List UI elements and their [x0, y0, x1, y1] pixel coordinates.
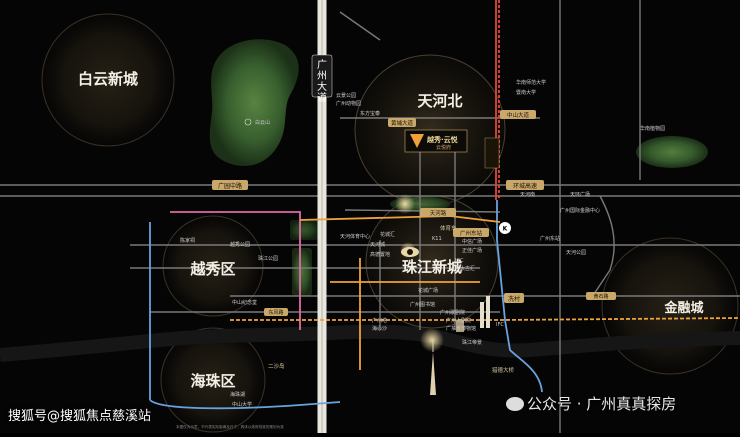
project-marker-text: K	[503, 226, 508, 233]
wechat-icon	[506, 397, 524, 411]
poi-33: 陈家祠	[180, 237, 195, 244]
district-tianhebei: 天河北	[417, 92, 462, 110]
huangshi-label: 黄石路	[593, 293, 608, 300]
poi-15: 珠江公园	[258, 255, 278, 262]
huangpu-label: 黄埔大道	[391, 119, 414, 127]
poi-27: 东方宝泰	[360, 110, 380, 117]
map-footnote: 本图仅为示意，不代表实际距离及尺寸，具体以政府批准的规划为准	[176, 424, 284, 429]
poi-28: 天河南	[520, 191, 535, 198]
dongfeng-label: 东风路	[268, 309, 283, 316]
poi-22: 海珠湖	[230, 391, 245, 398]
huancheng-road-label: 环城高速	[513, 182, 537, 190]
poi-1: 广州动物园	[336, 100, 361, 107]
poi-18: 天河公园	[566, 249, 586, 256]
district-jinrong: 金融城	[663, 300, 703, 316]
project-marker	[499, 222, 511, 234]
poi-8: 花城广场	[418, 287, 438, 294]
poi-21: 广州东站	[540, 235, 560, 242]
tianhe-road-label: 天河路	[430, 209, 447, 217]
poi-20: 中山大学	[232, 401, 252, 408]
liede-label: 猎德大桥	[492, 366, 515, 374]
district-baiyun: 白云新城	[78, 70, 138, 88]
yuexiu-circle	[162, 215, 264, 317]
guangzhou-avenue-label-2: 州	[317, 70, 327, 82]
guangzhou-avenue-label-4: 道	[317, 91, 327, 104]
poi-7: 高德置地	[370, 251, 390, 258]
poi-13: 广州图书馆	[410, 301, 435, 308]
poi-10: 海心沙	[372, 325, 387, 332]
poi-34: 珠江帝景	[462, 339, 482, 346]
guangyuan-road-label: 广园中路	[218, 182, 242, 190]
poi-0: 云景公园	[336, 92, 356, 99]
poi-11: 广州大剧院	[446, 317, 471, 324]
cbd-buildings	[456, 296, 490, 332]
project-sub: 云悦府	[436, 144, 451, 151]
poi-12: 广东省博物馆	[446, 325, 476, 332]
poi-2: 天河体育中心	[340, 233, 370, 240]
tiyu-east-label: 体育东	[440, 224, 457, 232]
poi-5: 太古汇	[460, 265, 475, 272]
poi-labels: 云景公园 广州动物园 天河体育中心 中信广场 正佳广场 太古汇 天河城 高德置地…	[180, 79, 665, 408]
project-logo: 越秀·云悦 云悦府	[404, 129, 500, 169]
poi-16: 华南师范大学	[516, 79, 546, 86]
poi-3: 中信广场	[462, 238, 482, 245]
poi-14: 广州歌剧院	[440, 309, 465, 316]
zhongshan-label: 中山大道	[507, 111, 530, 119]
district-zhujiang: 珠江新城	[402, 258, 462, 276]
xian-road-label: 冼村	[508, 295, 520, 303]
huanan-botanical-park	[636, 136, 708, 168]
project-brand: 越秀·云悦	[426, 135, 458, 144]
poi-23: 花城汇	[380, 231, 395, 238]
road-tags: 广园中路 环城高速 天河路 冼村 黄埔大道 中山大道 广州东站 东风路 黄石路	[212, 110, 616, 316]
zoo-park	[290, 220, 318, 240]
guangzhou-avenue-label-3: 大	[317, 80, 327, 93]
poi-31: 越秀公园	[230, 241, 250, 248]
poi-25: IFC	[496, 322, 504, 328]
district-yuexiu: 越秀区	[189, 260, 235, 278]
haizhu-circle	[160, 327, 266, 433]
district-haizhu: 海珠区	[190, 372, 235, 390]
pearl-river	[0, 324, 740, 362]
poi-6: 天河城	[370, 241, 385, 248]
canton-tower-icon	[430, 340, 436, 395]
baiyunshan-label: 白云山	[255, 119, 270, 126]
baiyun-circle	[41, 13, 175, 147]
yuexiu-park	[292, 248, 312, 296]
zhujiang-eye-icon	[401, 247, 419, 257]
ersha-label: 二沙岛	[268, 362, 285, 370]
poi-4: 正佳广场	[462, 247, 482, 254]
poi-24: K11	[432, 236, 442, 242]
watermark-right: 公众号 · 广州真真探房	[506, 393, 676, 414]
poi-17: 暨南大学	[516, 89, 536, 96]
baiyunshan-park	[209, 39, 299, 166]
poi-9: 广州塔	[372, 317, 387, 324]
watermark-right-text: 公众号 · 广州真真探房	[527, 395, 677, 413]
poi-32: 中山纪念堂	[232, 299, 257, 306]
poi-19: 华南植物园	[640, 125, 665, 132]
poi-30: 广州国际金融中心	[560, 207, 600, 214]
poi-29: 天环广场	[570, 191, 590, 198]
guangzhou-east-label: 广州东站	[460, 229, 483, 237]
poi-26: ICC	[455, 258, 464, 264]
guangzhou-avenue-label-1: 广	[317, 59, 327, 71]
watermark-left: 搜狐号@搜狐焦点慈溪站	[8, 409, 152, 424]
